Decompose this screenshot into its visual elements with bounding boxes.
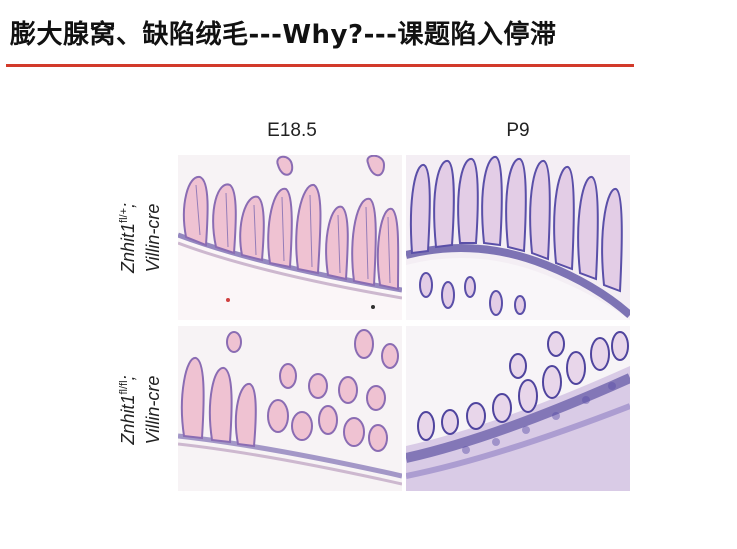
- row-label-gene: Znhit1: [118, 222, 138, 274]
- row-label-control: Znhit1fl/+; Villin-cre: [118, 153, 178, 323]
- column-label-p9: P9: [506, 120, 530, 141]
- column-label-e18-5: E18.5: [267, 120, 317, 141]
- row-label-knockout: Znhit1fl/fl; Villin-cre: [118, 325, 178, 495]
- row-label-genotype: fl/fl: [118, 380, 130, 395]
- row-label-genotype: fl/+: [118, 208, 130, 223]
- histology-panel-e18-control: [178, 155, 402, 320]
- histology-panel-e18-knockout: [178, 326, 402, 491]
- row-label-gene: Znhit1: [118, 394, 138, 445]
- row-label-sep: ;: [118, 202, 138, 208]
- row-label-sep: ;: [118, 375, 138, 381]
- histology-panel-p9-knockout: [406, 326, 630, 491]
- slide-title: 膨大腺窝、缺陷绒毛---Why?---课题陷入停滞: [10, 20, 557, 50]
- title-underline: [6, 64, 634, 67]
- histology-panel-p9-control: [406, 155, 630, 320]
- row-label-driver: Villin-cre: [143, 375, 163, 445]
- row-label-driver: Villin-cre: [143, 203, 163, 273]
